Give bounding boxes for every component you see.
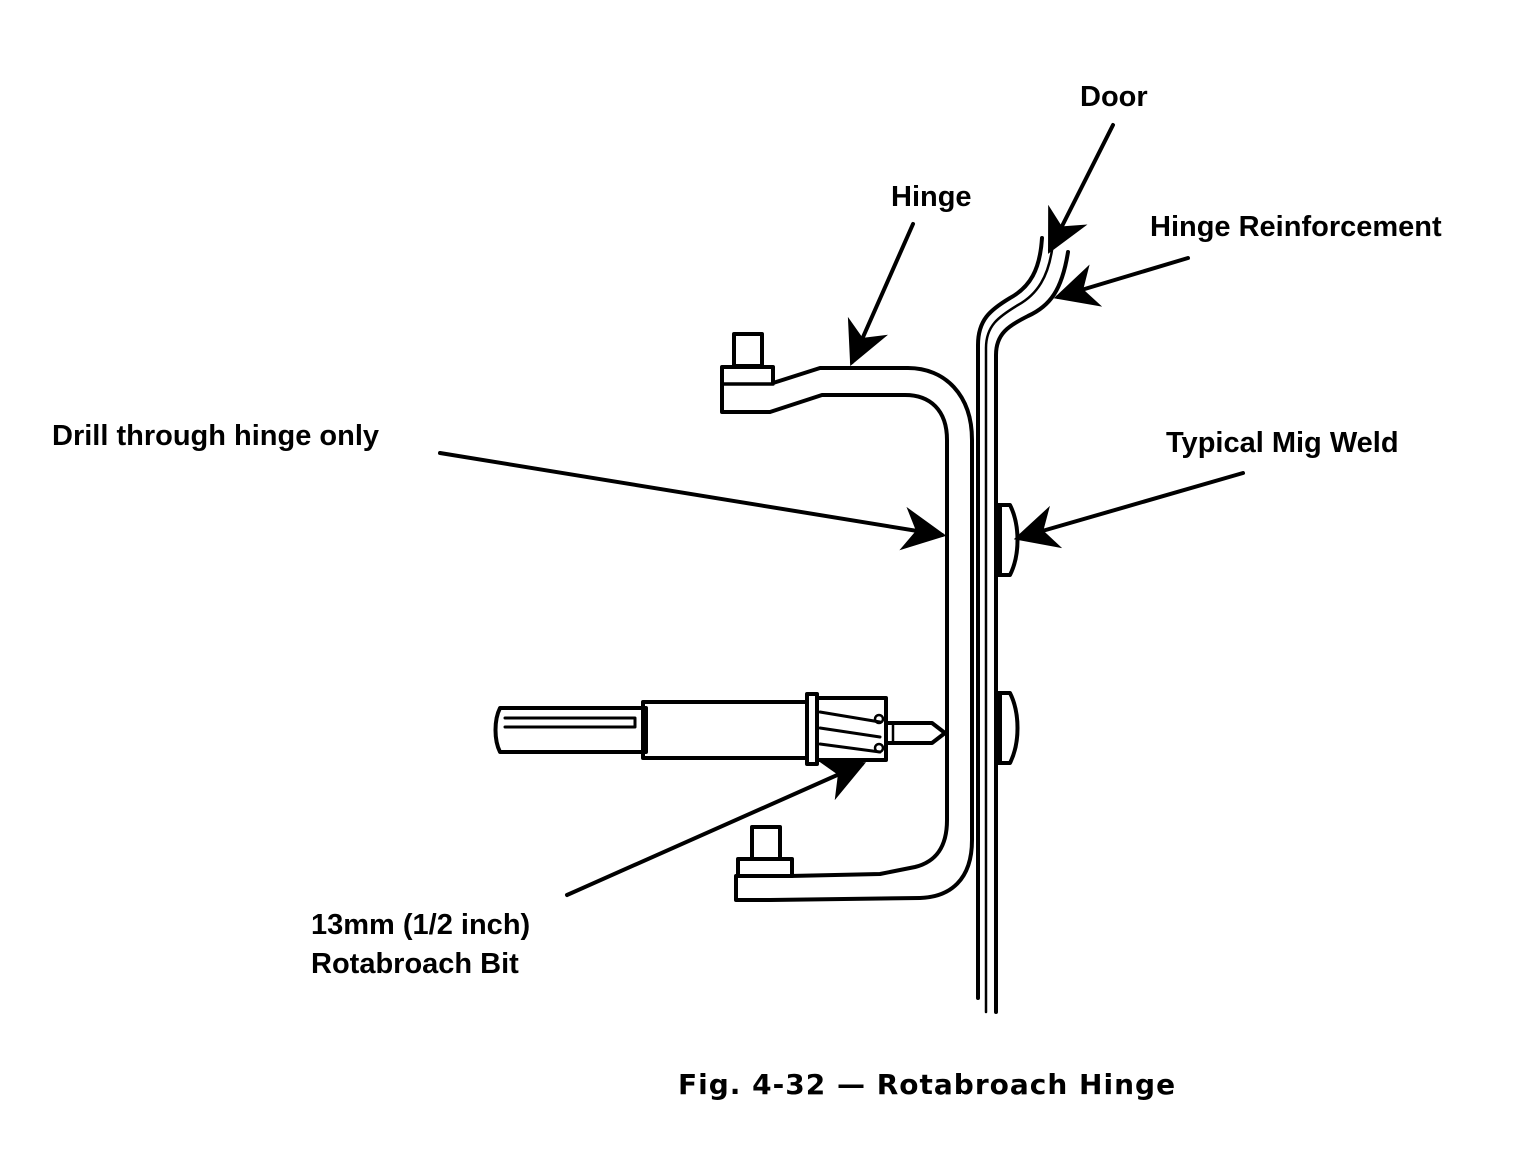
drill-leader-arrow xyxy=(438,451,947,551)
hinge xyxy=(720,332,974,902)
door-label: Door xyxy=(1080,81,1148,113)
upper-hinge-stud xyxy=(732,332,764,368)
door-leader-arrow xyxy=(1048,123,1115,254)
figure-caption: Fig. 4-32 — Rotabroach Hinge xyxy=(678,1068,1177,1101)
mig-weld-lower xyxy=(996,691,1020,765)
rotabroach-bit xyxy=(493,692,947,766)
mig-weld-label: Typical Mig Weld xyxy=(1166,427,1399,459)
hinge-reinforcement-label: Hinge Reinforcement xyxy=(1150,211,1442,243)
hinge-reinforcement xyxy=(994,250,1070,1014)
hinge-label: Hinge xyxy=(891,181,972,213)
hinge-leader-arrow xyxy=(847,222,915,367)
bit-leader-arrow xyxy=(565,759,867,897)
door-panel xyxy=(976,236,1054,1014)
reinforcement-leader-arrow xyxy=(1053,256,1190,307)
lower-hinge-stud xyxy=(750,825,782,861)
mig-weld-upper xyxy=(996,503,1020,577)
bit-name-label: Rotabroach Bit xyxy=(311,948,519,980)
drill-instruction-label: Drill through hinge only xyxy=(52,420,380,452)
weld-leader-arrow xyxy=(1013,471,1245,549)
bit-size-label: 13mm (1/2 inch) xyxy=(311,909,531,941)
